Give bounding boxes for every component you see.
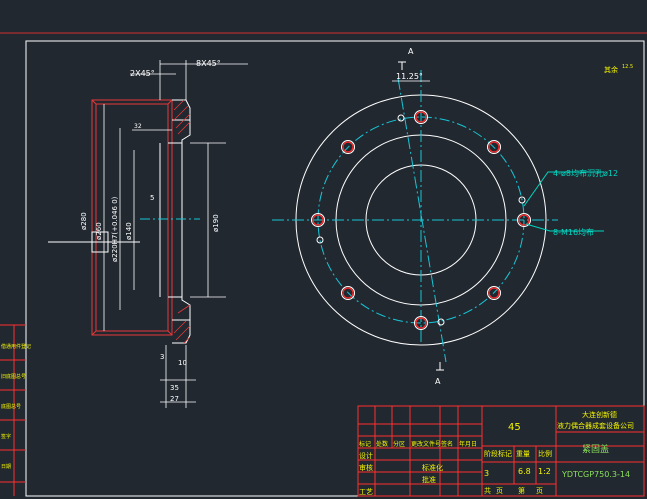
section-label-bottom: A <box>435 377 441 386</box>
sheet-total: 共 <box>484 486 491 495</box>
countersunk-holes <box>316 114 526 326</box>
drawing-frame <box>0 32 647 497</box>
hub-detail <box>91 231 109 253</box>
dim-5: 5 <box>150 194 154 202</box>
margin-label-5: 日期 <box>1 464 11 470</box>
dim-10: 10 <box>178 359 187 367</box>
side-section-view: 8X45° 2X45° 32 5 ø280 ø260 ø220H7(+0.046… <box>48 59 248 408</box>
hdr-weight: 重量 <box>516 450 530 458</box>
section-marks <box>398 61 444 371</box>
margin-label-2: 旧底图总号 <box>1 373 26 380</box>
stage-value: 3 <box>484 469 489 478</box>
left-margin-table: 借通用件登记 旧底图总号 底图总号 签字 日期 <box>0 324 31 496</box>
margin-label-3: 底图总号 <box>1 403 21 410</box>
sheet-page: 页 <box>496 487 503 495</box>
dim-d260: ø260 <box>95 222 103 240</box>
bolt-hole <box>342 141 354 153</box>
role-approve: 批准 <box>422 475 436 484</box>
bolt-holes <box>312 111 530 329</box>
sheet-of: 第 <box>518 486 525 495</box>
part-name: 紧固盖 <box>582 443 609 455</box>
roughness-label: 其余 <box>604 65 618 74</box>
dim-d220: ø220H7(+0.046 0) <box>111 196 119 262</box>
section-line <box>397 77 447 363</box>
margin-label-4: 签字 <box>1 433 11 440</box>
rev-label-date: 年月日 <box>459 440 477 448</box>
angle-label: 11.25° <box>396 72 423 81</box>
scale-value: 1:2 <box>538 467 551 476</box>
role-review: 审核 <box>359 463 373 472</box>
bolt-hole <box>415 317 427 329</box>
dim-27: 27 <box>170 395 179 403</box>
bolt-hole <box>488 287 500 299</box>
dim-35: 35 <box>170 384 179 392</box>
bolt-hole <box>342 287 354 299</box>
hole-leaders <box>523 171 604 232</box>
role-standard: 标准化 <box>422 463 443 472</box>
roughness-value: 12.5 <box>622 64 633 70</box>
section-label-top: A <box>408 47 414 56</box>
dim-d140: ø140 <box>125 222 133 240</box>
company-line-1: 大连创新德 <box>582 410 617 419</box>
role-process: 工艺 <box>359 488 373 496</box>
rev-label-zone: 分区 <box>393 440 405 448</box>
bolt-hole <box>518 214 530 226</box>
title-block-lines <box>357 405 645 497</box>
cover-hatch-lines <box>173 99 191 344</box>
bolt-hole-outer <box>311 110 531 330</box>
hdr-stage: 阶段标记 <box>484 449 512 458</box>
bolt-hole <box>488 141 500 153</box>
side-dim-lines <box>103 60 248 408</box>
company-line-2: 液力偶合器成套设备公司 <box>557 421 634 430</box>
material-cell: 45 <box>508 422 521 433</box>
front-view: A A 11.25° <box>272 47 633 386</box>
margin-label-1: 借通用件登记 <box>1 343 31 350</box>
dim-3: 3 <box>160 353 164 361</box>
sheet-page2: 页 <box>536 487 543 495</box>
rev-label-mark: 标记 <box>359 440 371 448</box>
drawing-number: YDTCGP750.3-14 <box>561 470 630 479</box>
rev-label-docno: 更改文件号 <box>411 440 441 448</box>
bolt-hole <box>415 111 427 123</box>
dim-chamfer-left: 2X45° <box>130 69 155 78</box>
bolt-hole <box>312 214 324 226</box>
rev-label-count: 处数 <box>376 440 388 448</box>
dim-chamfer-right: 8X45° <box>196 59 221 68</box>
section-hatch <box>91 99 173 336</box>
title-block: 45 大连创新德 液力偶合器成套设备公司 紧固盖 YDTCGP750.3-14 … <box>357 405 645 497</box>
hole-note-2: 8-M16均布 <box>553 227 594 237</box>
hole-note-1: 4-ø8均布沉孔ø12 <box>553 168 618 178</box>
dim-d190: ø190 <box>212 214 220 232</box>
dim-32: 32 <box>134 123 142 130</box>
hdr-scale: 比例 <box>538 449 552 458</box>
rev-label-sign: 签名 <box>441 440 453 448</box>
inner-border <box>25 40 645 497</box>
weight-value: 6.8 <box>518 467 531 476</box>
dim-d280: ø280 <box>80 212 88 230</box>
role-design: 设计 <box>359 451 373 460</box>
